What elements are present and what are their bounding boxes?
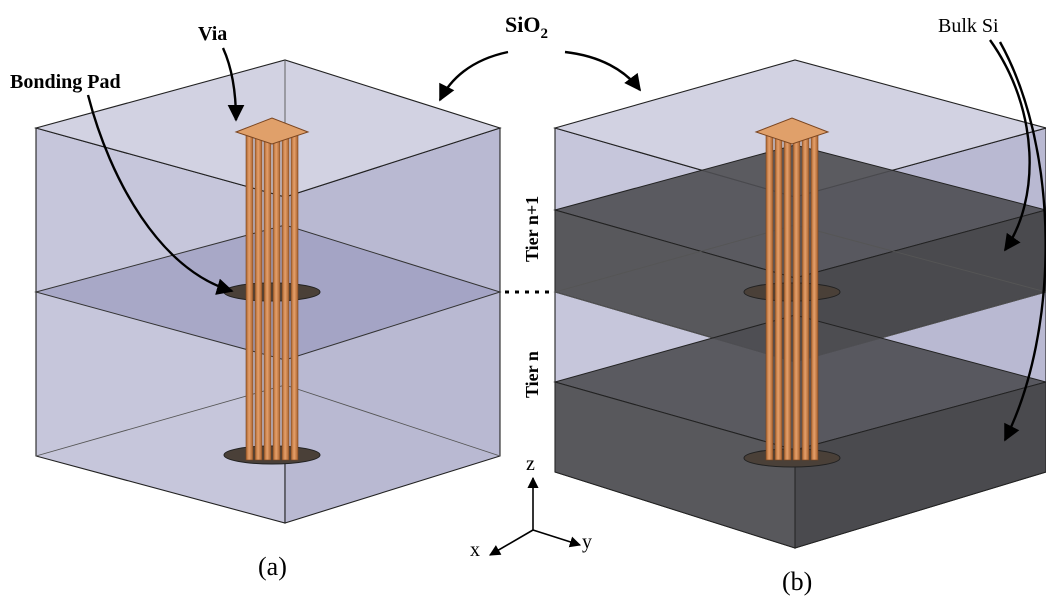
via-pillar [783, 127, 792, 461]
panel-b-cube [552, 59, 1046, 549]
via-pillar [272, 133, 281, 461]
via-pillar [254, 133, 263, 461]
via-pillar [774, 133, 783, 461]
tier-n-plus-1-label: Tier n+1 [522, 196, 542, 262]
bonding-pad-label: Bonding Pad [10, 71, 121, 93]
axis-x-label: x [470, 539, 480, 561]
bonding-pad-arrow [86, 94, 234, 295]
via-pillar [281, 127, 290, 461]
panel-b-bulk-si-upper [553, 144, 1046, 363]
sio2-label: SiO2 [505, 12, 548, 42]
bonding-pad [223, 445, 321, 465]
via-arrow [221, 47, 245, 122]
panel-b-bulk-si-lower [553, 314, 1046, 549]
via-pillar [792, 133, 801, 461]
sio2-arrow-left [438, 50, 509, 102]
panel-a-cube [33, 59, 502, 524]
bonding-pad [743, 282, 841, 302]
via-pillar [801, 127, 810, 461]
via-label: Via [198, 23, 227, 45]
panel-b-via-array [743, 117, 841, 468]
via-pillar [290, 133, 299, 461]
via-pillar [765, 127, 774, 461]
axis-z-label: z [526, 453, 535, 475]
bonding-pad [743, 448, 841, 468]
via-pillar [810, 133, 819, 461]
via-pillar [263, 127, 272, 461]
sio2-arrow-right [564, 50, 642, 92]
axis-triad: z x y [470, 453, 592, 561]
via-top-pad [754, 117, 830, 145]
panel-a-caption: (a) [258, 552, 287, 581]
bonding-pad [223, 282, 321, 302]
tier-n-label: Tier n [522, 351, 542, 398]
via-top-pad [234, 117, 310, 145]
via-pillar [245, 127, 254, 461]
bulk-si-label: Bulk Si [938, 15, 999, 37]
panel-a-via-array [223, 117, 321, 465]
bulk-si-arrow-upper [989, 39, 1031, 252]
panel-b-caption: (b) [782, 567, 812, 596]
axis-y-label: y [582, 531, 592, 553]
